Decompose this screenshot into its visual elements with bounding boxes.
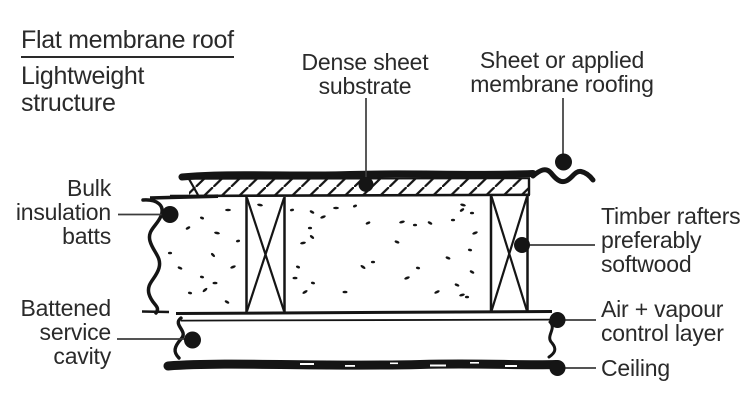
air-vapour-control-layer-line xyxy=(180,318,554,322)
label-battened-service-cavity: Battened service cavity xyxy=(20,295,112,369)
label-sheet-membrane-roofing: Sheet or applied membrane roofing xyxy=(470,47,654,97)
membrane-roofing-line xyxy=(178,167,596,185)
insulation-stipple-texture xyxy=(167,203,478,304)
label-timber-rafters: Timber rafters preferably softwood xyxy=(601,203,741,277)
leader-dots xyxy=(161,153,572,376)
membrane-end-squiggle xyxy=(530,167,596,185)
dot-dense-substrate xyxy=(358,177,374,192)
diagram-title: Flat membrane roof Lightweight structure xyxy=(21,27,234,117)
dot-battened-cavity xyxy=(184,331,201,349)
label-dense-sheet-substrate: Dense sheet substrate xyxy=(301,49,429,99)
ceiling-line xyxy=(163,359,561,371)
timber-rafter-right xyxy=(489,195,529,312)
dot-bulk-insulation xyxy=(161,206,179,223)
insulation-wavy-left-edge xyxy=(141,198,164,315)
service-cavity-edges xyxy=(173,316,557,360)
dot-timber-rafters xyxy=(514,237,530,253)
label-ceiling: Ceiling xyxy=(601,355,670,381)
dot-membrane-roofing xyxy=(555,153,572,171)
label-air-vapour-control: Air + vapour control layer xyxy=(601,296,724,346)
label-bulk-insulation-batts: Bulk insulation batts xyxy=(15,175,111,249)
diagram-title-line2: Lightweight structure xyxy=(21,62,145,117)
dot-air-vapour xyxy=(549,312,566,328)
diagram-title-line1: Flat membrane roof xyxy=(21,27,234,58)
dot-ceiling xyxy=(549,360,566,376)
timber-rafter-left xyxy=(245,197,286,312)
leader-lines xyxy=(117,98,596,369)
substrate-hatched-band xyxy=(149,177,531,200)
